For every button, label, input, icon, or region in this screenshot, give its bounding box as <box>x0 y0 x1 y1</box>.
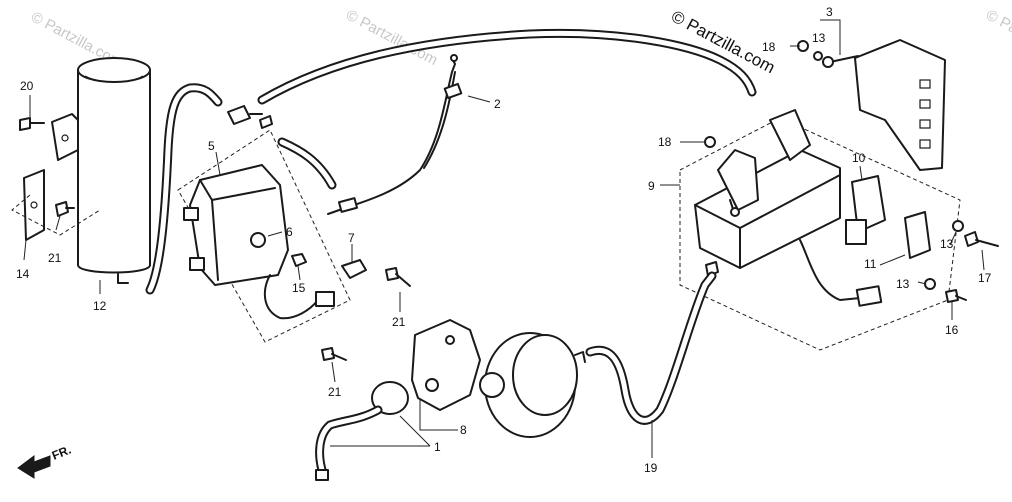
callout-13-lower: 13 <box>896 277 910 291</box>
short-hose <box>277 137 337 190</box>
callout-17: 17 <box>978 271 992 285</box>
callout-13-top: 13 <box>812 31 826 45</box>
callout-2: 2 <box>494 97 501 111</box>
rubber-mount-10 <box>845 175 886 245</box>
callout-9: 9 <box>648 179 655 193</box>
upper-vacuum-hose <box>257 28 757 105</box>
callout-1: 1 <box>434 440 441 454</box>
nut-13-lower <box>924 278 936 290</box>
leader-lines <box>23 19 985 458</box>
nut-18-left <box>704 136 716 148</box>
control-valve <box>183 164 335 320</box>
hose-fitting <box>227 105 273 129</box>
callout-14: 14 <box>16 267 30 281</box>
callout-11: 11 <box>864 257 877 271</box>
rubber-mount-11 <box>904 211 931 259</box>
bolt-17 <box>964 231 999 247</box>
callout-numbers: 20 21 14 12 5 6 15 7 21 21 2 8 1 19 9 18… <box>16 5 992 475</box>
nut-13-right <box>952 220 964 232</box>
callout-3: 3 <box>826 5 833 19</box>
callout-19: 19 <box>644 461 658 475</box>
callout-7: 7 <box>348 231 355 245</box>
callout-15: 15 <box>292 281 306 295</box>
control-unit <box>694 109 883 307</box>
callout-21-middle: 21 <box>392 315 406 329</box>
callout-6: 6 <box>286 225 293 239</box>
valve-group-outline <box>177 129 351 343</box>
tank-bracket <box>11 113 101 241</box>
bolt-21-lower <box>321 347 347 361</box>
cable-2 <box>327 54 463 215</box>
callout-13-right: 13 <box>940 237 954 251</box>
callout-20: 20 <box>20 79 34 93</box>
clip-7 <box>341 259 367 279</box>
bolt-21-middle <box>385 267 411 287</box>
callout-18-left: 18 <box>658 135 672 149</box>
callout-10: 10 <box>852 151 866 165</box>
vacuum-tank <box>77 57 151 284</box>
front-arrow: FR. <box>17 443 73 479</box>
bolt-16 <box>945 289 967 303</box>
callout-21-lower: 21 <box>328 385 342 399</box>
actuator-8 <box>411 319 586 438</box>
front-label: FR. <box>50 443 73 463</box>
callout-16: 16 <box>945 323 959 337</box>
bolt-20 <box>19 117 45 131</box>
callout-8: 8 <box>460 423 467 437</box>
bolt-21-tank <box>55 201 75 217</box>
mounting-bracket-3 <box>822 39 946 171</box>
vacuum-hose-1 <box>315 381 409 481</box>
callout-18-top: 18 <box>762 40 776 54</box>
callout-21-tank: 21 <box>48 251 62 265</box>
callout-12: 12 <box>93 299 107 313</box>
callout-5: 5 <box>208 139 215 153</box>
nut-13-top <box>813 51 823 61</box>
lower-hose-19 <box>585 271 717 425</box>
watermark-right: © Partzilla.com <box>983 7 1012 69</box>
tank-hose <box>145 83 223 295</box>
nut-15 <box>291 253 307 267</box>
